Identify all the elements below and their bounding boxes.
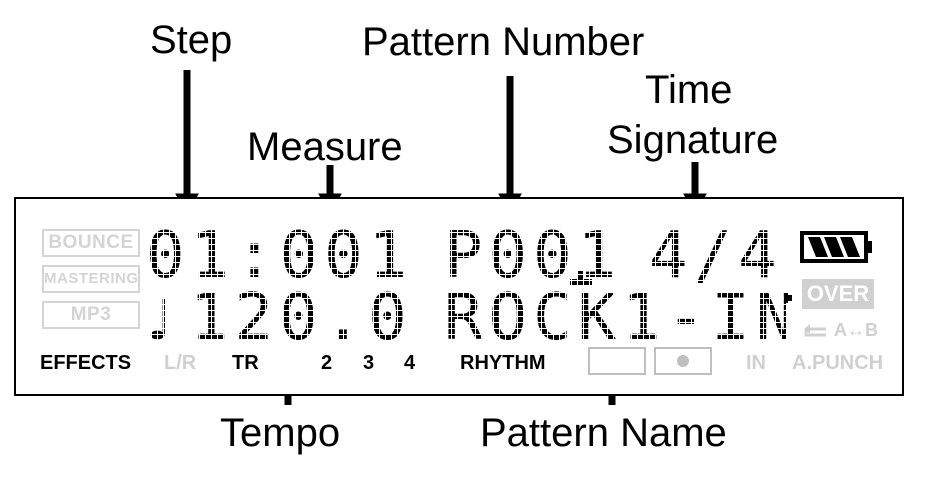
position-readout: 01:001 bbox=[146, 227, 413, 293]
battery-icon bbox=[800, 231, 872, 263]
pattern-name-readout: ROCK1-IN bbox=[444, 281, 786, 355]
track-2-indicator: 2 bbox=[321, 352, 333, 374]
time-label: Time bbox=[645, 68, 733, 112]
in-indicator: IN bbox=[746, 352, 766, 374]
lr-indicator: L/R bbox=[164, 352, 197, 374]
measure-label: Measure bbox=[247, 125, 403, 169]
cursor-tick bbox=[578, 271, 584, 279]
pattern-number-label: Pattern Number bbox=[362, 20, 645, 64]
play-indicator-box bbox=[588, 347, 646, 375]
quarter-note-icon: ♩ bbox=[146, 288, 172, 353]
mp3-indicator: MP3 bbox=[42, 301, 140, 329]
cursor-underline bbox=[570, 279, 592, 285]
tempo-label: Tempo bbox=[220, 411, 341, 455]
mastering-indicator: MASTERING bbox=[42, 265, 140, 293]
ab-loop-indicator: A↔B bbox=[834, 320, 878, 340]
lcd-display: BOUNCE MASTERING MP3 01:001 P001 4/4 ♩ 1… bbox=[14, 197, 904, 396]
rhythm-indicator: RHYTHM bbox=[460, 352, 546, 374]
record-icon bbox=[677, 355, 689, 367]
pattern-name-label: Pattern Name bbox=[480, 411, 727, 455]
lcd-matrix: 01:001 P001 4/4 ♩ 120.0 ROCK1-IN bbox=[146, 227, 786, 355]
over-indicator: OVER bbox=[802, 279, 874, 309]
track-4-indicator: 4 bbox=[404, 352, 416, 374]
tempo-readout: 120.0 bbox=[190, 281, 413, 355]
track-3-indicator: 3 bbox=[363, 352, 375, 374]
time-signature-readout: 4/4 bbox=[649, 227, 783, 293]
bounce-indicator: BOUNCE bbox=[42, 229, 140, 257]
tr-indicator: TR bbox=[232, 352, 259, 374]
effects-indicator: EFFECTS bbox=[40, 352, 132, 374]
signature-label: Signature bbox=[607, 118, 779, 162]
apunch-indicator: A.PUNCH bbox=[792, 352, 884, 374]
record-indicator-box bbox=[654, 347, 712, 375]
loop-icon bbox=[804, 324, 826, 337]
over-pointer-icon bbox=[784, 293, 792, 303]
step-label: Step bbox=[150, 18, 233, 62]
